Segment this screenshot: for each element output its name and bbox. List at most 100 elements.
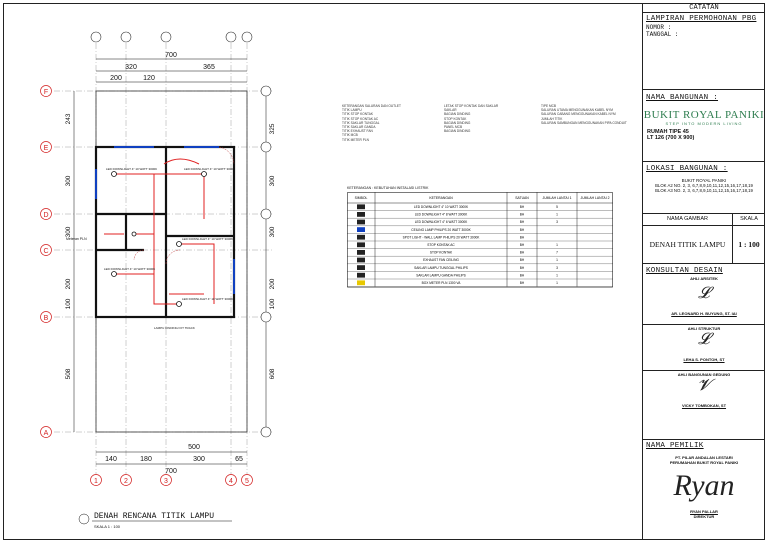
- note-line: BAGIAN DINDING: [444, 129, 471, 134]
- dim-text: 300: [65, 175, 72, 186]
- table-cell: EXHAUST FAN CEILING: [423, 258, 459, 262]
- table-header: SIMBOL: [355, 196, 368, 200]
- nama-gambar-header: NAMA GAMBAR SKALA: [643, 214, 765, 226]
- room-label: LED DOWNLIGHT 4" 10 WATT 3000K: [182, 237, 233, 241]
- skala-value: 1 : 100: [738, 240, 760, 249]
- table-cell: 1: [556, 258, 558, 262]
- dim-text: 180: [140, 456, 152, 463]
- nama-gambar-row: DENAH TITIK LAMPU 1 : 100: [643, 226, 765, 264]
- table-header: JUMLAH LANTAI 1: [543, 196, 572, 200]
- room-labels: LED DOWNLIGHT 4" 10 WATT 3000K LED DOWNL…: [66, 167, 235, 330]
- table-symbol: [357, 265, 365, 270]
- table-symbol: [357, 242, 365, 248]
- type-line-1: RUMAH TIPE 45: [647, 129, 689, 135]
- lokasi-line-2: BLOK A2 NO. 2, 3, 6,7,8,9,10,11,12,15,16…: [655, 183, 753, 188]
- table-cell: 1: [556, 213, 558, 217]
- table-cell: CEILING LAMP PHILIPS 20 WATT 3000K: [411, 228, 471, 232]
- catatan-section: CATATAN LAMPIRAN PERMOHONAN PBG NOMOR : …: [643, 4, 765, 90]
- dim-text: 320: [125, 64, 137, 71]
- dim-text: 700: [165, 468, 177, 475]
- note-line: TITIK SAKLAR TUNGGAL: [342, 120, 380, 125]
- dim-text: 140: [105, 456, 117, 463]
- note-line: SALURAN UTAMA MENGGUNAKAN KABEL NYM: [541, 108, 613, 113]
- table-symbol: [357, 257, 365, 263]
- tanggal-label: TANGGAL :: [646, 31, 679, 38]
- direktur-title: DIREKTUR: [693, 514, 715, 519]
- table-cell: BH: [520, 243, 525, 247]
- dim-text: 100: [269, 298, 276, 309]
- table-symbol: [357, 219, 365, 225]
- ahli-gedung-label: AHLI BANGUNAN GEDUNG: [677, 372, 731, 377]
- dim-text: 200: [65, 278, 72, 289]
- note-line: SAKLAR: [444, 108, 457, 113]
- table-header: KETERANGAN: [429, 196, 453, 200]
- table-symbol: [357, 212, 365, 217]
- table-cell: 1: [556, 273, 558, 277]
- nama-gambar-label: NAMA GAMBAR: [643, 214, 733, 225]
- lokasi-section: LOKASI BANGUNAN : BUKIT ROYAL PANIKI BLO…: [643, 162, 765, 214]
- table-cell: 7: [556, 251, 558, 255]
- table-cell: BH: [520, 205, 525, 209]
- side-dimension-texts: 243 300 300 200 100 508 325 300 300 200 …: [65, 113, 276, 379]
- gedung-signature: 𝓥: [697, 377, 711, 394]
- legend-notes-right: TIPE MCB SALURAN UTAMA MENGGUNAKAN KABEL…: [541, 104, 636, 125]
- note-line: SALURAN CABANG MENGGUNAKAN KABEL NYM: [541, 112, 616, 117]
- catatan-heading: CATATAN: [643, 4, 765, 13]
- table-title: KETERANGAN : KEBUTUHAN INSTALASI LISTRIK: [347, 186, 429, 190]
- dim-text: 508: [65, 368, 72, 379]
- grid-row-label: C: [43, 248, 48, 255]
- door-swings: [133, 146, 235, 265]
- table-cell: 5: [556, 205, 558, 209]
- table-symbol: [357, 250, 365, 255]
- arsitek-name: AR. LEONARD H. BUYUNG, ST. IAI: [671, 311, 737, 316]
- table-cell: BH: [520, 281, 525, 285]
- nama-bangunan-section: NAMA BANGUNAN : BUKIT ROYAL PANIKI STEP …: [643, 90, 765, 162]
- lokasi-line-1: BUKIT ROYAL PANIKI: [681, 178, 727, 183]
- brand-logo: BUKIT ROYAL PANIKI: [643, 109, 765, 121]
- table-cell: BH: [520, 213, 525, 217]
- dim-text: 300: [269, 175, 276, 186]
- grid-col-label: 3: [164, 478, 168, 485]
- note-line: TITIK SAKLAR GANDA: [342, 125, 376, 130]
- dim-text: 365: [203, 64, 215, 71]
- table-header: SATUAN: [515, 196, 529, 200]
- table-cell: BH: [520, 251, 525, 255]
- drawing-sheet: F E D C B A 1 2 3 4 5 700 320 365 200 12…: [3, 3, 765, 540]
- skala-label: SKALA: [740, 216, 758, 222]
- dim-text: 200: [110, 75, 122, 82]
- grid-col-label: 1: [94, 478, 98, 485]
- dim-text: 120: [143, 75, 155, 82]
- divider: [643, 324, 765, 325]
- note-line: JUMLAH TITIK: [541, 116, 563, 121]
- note-line: BAGIAN DINDING: [444, 120, 471, 125]
- site-boundary: [95, 90, 248, 433]
- meter-label: Meteran PLN: [66, 237, 87, 241]
- title-block: CATATAN LAMPIRAN PERMOHONAN PBG NOMOR : …: [642, 4, 765, 539]
- pemilik-line-1: PT. PILAR ANDALAN LESTARI: [675, 455, 733, 460]
- table-symbol: [357, 227, 365, 232]
- grid-col-label: 4: [229, 478, 233, 485]
- table-cell: LED DOWNLIGHT 4" 6 WATT 3000K: [415, 220, 468, 224]
- grid-top-bubbles: [90, 31, 272, 438]
- pemilik-label: NAMA PEMILIK: [646, 442, 704, 450]
- table-cell: SAKLAR LAMPU GANDA PHILIPS: [416, 273, 466, 277]
- note-line: SALURAN SAMBUNGAN MENGGUNAKAN PIPA CONDU…: [541, 120, 627, 125]
- wiring-lines: [104, 158, 215, 305]
- grid-col-label: 2: [124, 478, 128, 485]
- legend-notes-left: KETERANGAN SALURAN DAN OUTLET TITIK LAMP…: [342, 104, 442, 142]
- note-line: TITIK EXHAUST FAN: [342, 129, 373, 134]
- table-cell: BH: [520, 220, 525, 224]
- floor-plan-area: F E D C B A 1 2 3 4 5 700 320 365 200 12…: [4, 4, 642, 539]
- lamp-label: LAMPU DINDING/ FIT TRACK: [154, 326, 195, 330]
- table-cell: STOP KONTAK: [430, 251, 453, 255]
- table-cell: BH: [520, 235, 525, 239]
- table-cell: LED DOWNLIGHT 4" 8 WATT 3000K: [415, 213, 468, 217]
- table-symbol: [357, 272, 365, 278]
- dim-text: 300: [269, 226, 276, 237]
- gedung-name: VICKY TOMBOKAN, ST: [681, 403, 727, 408]
- drawing-scale: SKALA 1 : 100: [94, 524, 121, 529]
- table-border: [347, 192, 613, 288]
- arsitek-signature: 𝓛: [698, 285, 710, 302]
- table-symbol: [357, 204, 365, 210]
- note-line: STOP KONTAK: [444, 116, 467, 121]
